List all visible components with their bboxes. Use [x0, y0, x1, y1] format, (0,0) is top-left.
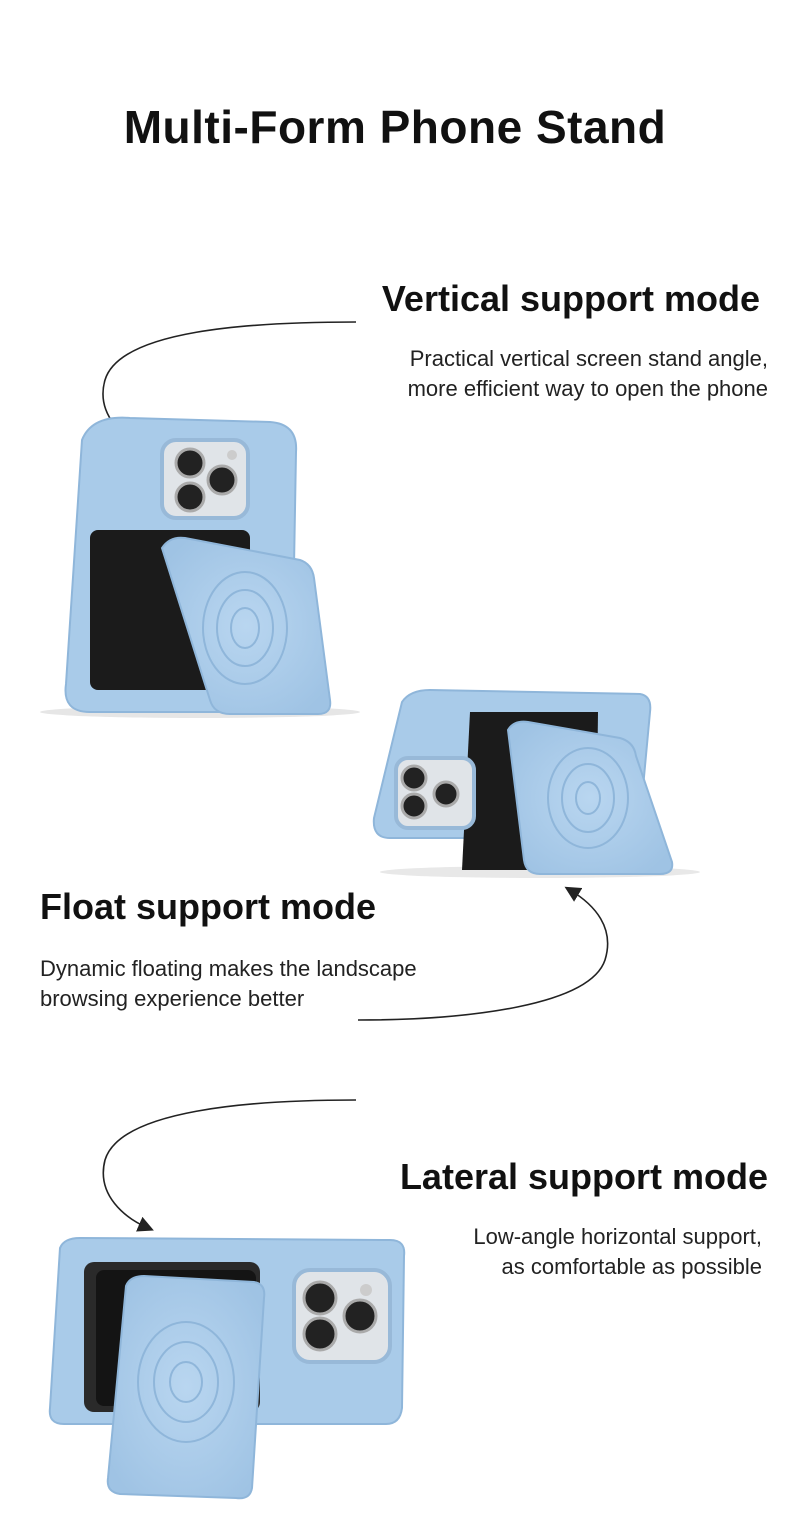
arrow-to-lateral-phone: [102, 1099, 357, 1232]
arrow-to-float-phone: [357, 886, 609, 1021]
vertical-phone-image: [40, 416, 360, 718]
vertical-mode-desc-line2: more efficient way to open the phone: [407, 376, 768, 401]
float-phone-image: [372, 688, 700, 878]
float-mode-desc-line2: browsing experience better: [40, 986, 305, 1011]
lateral-mode-desc-line1: Low-angle horizontal support,: [473, 1224, 762, 1249]
lateral-mode-desc-line2: as comfortable as possible: [501, 1254, 762, 1279]
float-mode-heading: Float support mode: [40, 886, 376, 927]
vertical-mode-heading: Vertical support mode: [381, 278, 760, 319]
lateral-mode-heading: Lateral support mode: [399, 1156, 768, 1197]
vertical-mode-desc-line1: Practical vertical screen stand angle,: [409, 346, 768, 371]
page-title: Multi-Form Phone Stand: [123, 101, 667, 153]
float-mode-desc-line1: Dynamic floating makes the landscape: [40, 956, 417, 981]
lateral-phone-image: [48, 1236, 406, 1500]
